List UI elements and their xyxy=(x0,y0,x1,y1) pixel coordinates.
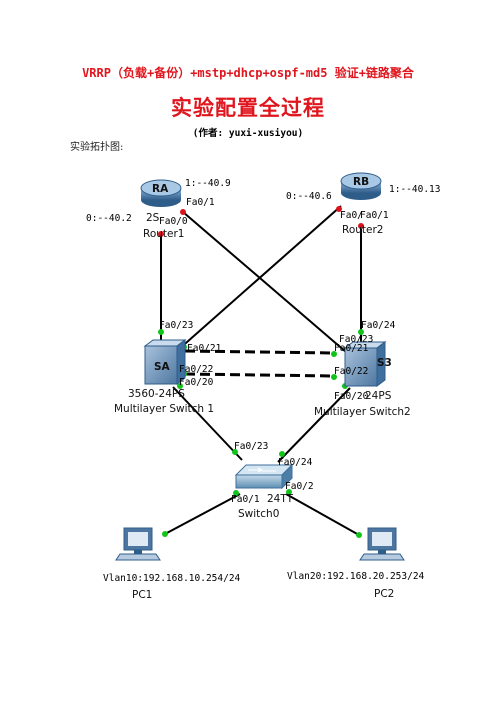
pc1-name: PC1 xyxy=(132,589,152,601)
link-switch0-fa01-pc1 xyxy=(164,493,241,535)
router1: RA 1:--40.9 Fa0/1 0:--40.2 2S Fa0/0 Rout… xyxy=(86,178,231,240)
link-s3-fa020-switch0-fa024 xyxy=(277,387,351,463)
router1-icon-text: RA xyxy=(152,183,169,195)
link-r2-fa0-sa-fa021 xyxy=(177,205,342,351)
marker-up xyxy=(177,383,183,389)
link-fa021-etherchannel xyxy=(184,349,335,355)
marker-down xyxy=(180,209,186,215)
marker-down xyxy=(358,223,364,229)
switch0-port-fa024: Fa0/24 xyxy=(278,457,313,468)
router1-port-fa01: Fa0/1 xyxy=(186,197,215,208)
switch0: Fa0/23 Fa0/24 Fa0/1 24TT Fa0/2 Switch0 xyxy=(231,441,314,520)
router2-name: Router2 xyxy=(342,224,383,236)
link-sa-fa020-switch0-fa023 xyxy=(172,386,243,461)
switch2-port-fa020: Fa0/20 xyxy=(334,391,369,402)
marker-down xyxy=(336,206,342,212)
marker-up xyxy=(162,531,168,537)
pc1-vlan: Vlan10:192.168.10.254/24 xyxy=(103,573,241,584)
marker-up xyxy=(331,374,337,380)
switch0-name: Switch0 xyxy=(238,508,279,520)
switch1-port-fa021: Fa0/21 xyxy=(187,343,222,354)
author-line: (作者: yuxi-xusiyou) xyxy=(192,128,304,139)
switch1-port-fa022: Fa0/22 xyxy=(179,364,213,375)
marker-up xyxy=(158,329,164,335)
switch1-model: 3560-24PS xyxy=(128,388,185,400)
router1-model: 2S xyxy=(146,212,160,224)
router1-ip-right: 1:--40.9 xyxy=(185,178,231,189)
switch2-port-fa024: Fa0/24 xyxy=(361,320,396,331)
multilayer-switch-1: SA Fa0/23 Fa0/21 Fa0/22 Fa0/20 3560-24PS… xyxy=(114,320,222,415)
marker-up xyxy=(286,489,292,495)
marker-up xyxy=(358,329,364,335)
router2-ip-left: 0:--40.6 xyxy=(286,191,332,202)
link-fa022-etherchannel xyxy=(184,372,335,378)
link-switch0-fa02-pc2 xyxy=(285,493,360,536)
pc1: Vlan10:192.168.10.254/24 PC1 xyxy=(103,527,241,601)
router2-port-fa0: Fa0/ xyxy=(340,210,363,221)
marker-up xyxy=(356,532,362,538)
marker-down xyxy=(158,231,164,237)
switch0-model: 24TT xyxy=(267,493,294,505)
switch1-port-fa020: Fa0/20 xyxy=(179,377,214,388)
router2-port-fa01: Fa0/1 xyxy=(360,210,389,221)
marker-up xyxy=(233,490,239,496)
topology-label: 实验拓扑图: xyxy=(70,142,124,153)
switch0-port-fa02: Fa0/2 xyxy=(285,481,314,492)
switch2-icon-text: S3 xyxy=(377,357,392,369)
switch2-port-fa022: Fa0/22 xyxy=(334,366,368,377)
router1-port-fa00: Fa0/0 xyxy=(159,216,188,227)
switch1-icon-text: SA xyxy=(154,361,171,373)
switch0-port-fa023: Fa0/23 xyxy=(234,441,268,452)
router2-icon-text: RB xyxy=(353,176,369,188)
marker-up xyxy=(279,451,285,457)
link-r1-fa01-s3-fa023 xyxy=(182,211,347,353)
switch1-port-fa023: Fa0/23 xyxy=(159,320,193,331)
pc2: Vlan20:192.168.20.253/24 PC2 xyxy=(287,527,425,600)
switch2-model: 24PS xyxy=(365,390,392,402)
router2-ip-right: 1:--40.13 xyxy=(389,184,440,195)
document-subtitle: VRRP（负载+备份）+mstp+dhcp+ospf-md5 验证+链路聚合 xyxy=(82,66,414,80)
switch2-port-fa023: Fa0/23 xyxy=(339,334,373,345)
pc2-name: PC2 xyxy=(374,588,394,600)
switch1-name: Multilayer Switch 1 xyxy=(114,403,214,415)
etherchannel-links xyxy=(184,349,335,378)
router1-ip-left: 0:--40.2 xyxy=(86,213,132,224)
switch0-port-fa01: Fa0/1 xyxy=(231,494,260,505)
router1-name: Router1 xyxy=(143,228,184,240)
switch2-port-fa021: Fa0/21 xyxy=(334,343,369,354)
marker-up xyxy=(232,449,238,455)
pc2-vlan: Vlan20:192.168.20.253/24 xyxy=(287,571,425,582)
document-title: 实验配置全过程 xyxy=(171,95,325,120)
multilayer-switch-2: S3 Fa0/24 Fa0/23 Fa0/21 Fa0/22 Fa0/20 24… xyxy=(314,320,411,418)
switch2-name: Multilayer Switch2 xyxy=(314,406,411,418)
links xyxy=(160,205,362,536)
router2: RB 1:--40.13 0:--40.6 Fa0/ Fa0/1 Router2 xyxy=(286,172,440,236)
marker-up xyxy=(331,351,337,357)
